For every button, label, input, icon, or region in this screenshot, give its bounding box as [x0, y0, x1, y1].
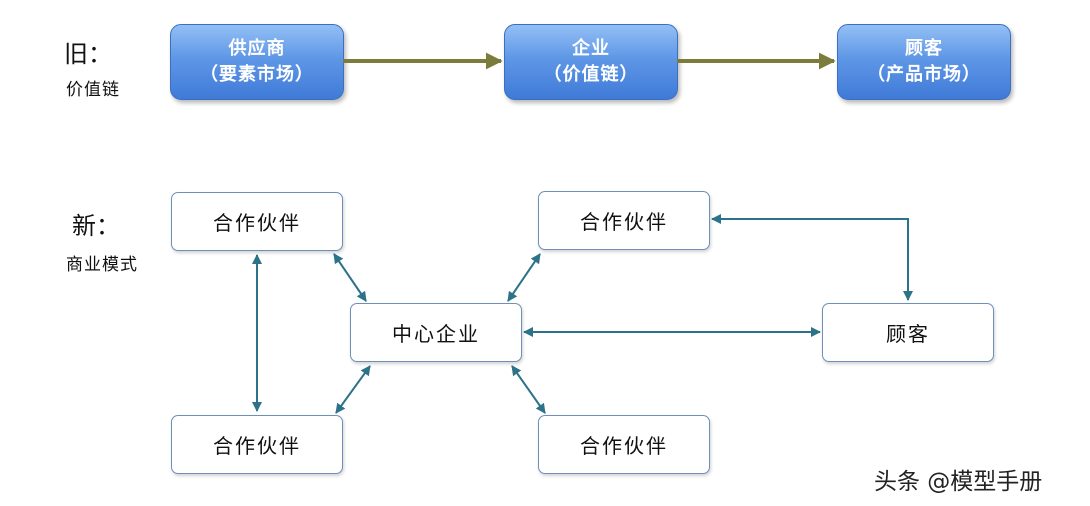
supplier-sublabel: （要素市场） [200, 64, 314, 85]
arrow-partner-bl-center [335, 365, 371, 414]
partner-box-top-right: 合作伙伴 [538, 191, 710, 250]
center-enterprise-box: 中心企业 [350, 303, 522, 362]
customer-box: 顾客 [822, 303, 994, 362]
watermark: 头条 @模型手册 [874, 469, 1043, 495]
partner-label: 合作伙伴 [580, 210, 668, 234]
enterprise-sublabel: （价值链） [543, 64, 639, 85]
arrow-partner-tl-center [333, 253, 367, 302]
supplier-label: 供应商 [228, 38, 286, 59]
old-section-title: 旧： [64, 40, 112, 68]
supplier-box: 供应商 （要素市场） [170, 24, 344, 100]
new-section-subtitle: 商业模式 [66, 255, 138, 275]
customer-old-box: 顾客 （产品市场） [837, 24, 1011, 100]
customer-old-sublabel: （产品市场） [867, 64, 981, 85]
old-section-subtitle: 价值链 [66, 80, 120, 100]
customer-label: 顾客 [886, 322, 930, 346]
new-section-title: 新： [72, 212, 120, 240]
arrow-partner-tr-customer [711, 214, 913, 301]
enterprise-label: 企业 [572, 38, 610, 59]
partner-label: 合作伙伴 [213, 434, 301, 458]
customer-old-label: 顾客 [905, 38, 943, 59]
arrow-partner-br-center [511, 365, 546, 414]
arrow-partner-tr-center [507, 253, 541, 302]
enterprise-box: 企业 （价值链） [504, 24, 678, 100]
center-enterprise-label: 中心企业 [392, 322, 480, 346]
partner-label: 合作伙伴 [213, 211, 301, 235]
partner-box-bottom-right: 合作伙伴 [538, 415, 710, 474]
partner-box-bottom-left: 合作伙伴 [171, 415, 343, 474]
partner-label: 合作伙伴 [580, 434, 668, 458]
partner-box-top-left: 合作伙伴 [171, 192, 343, 251]
